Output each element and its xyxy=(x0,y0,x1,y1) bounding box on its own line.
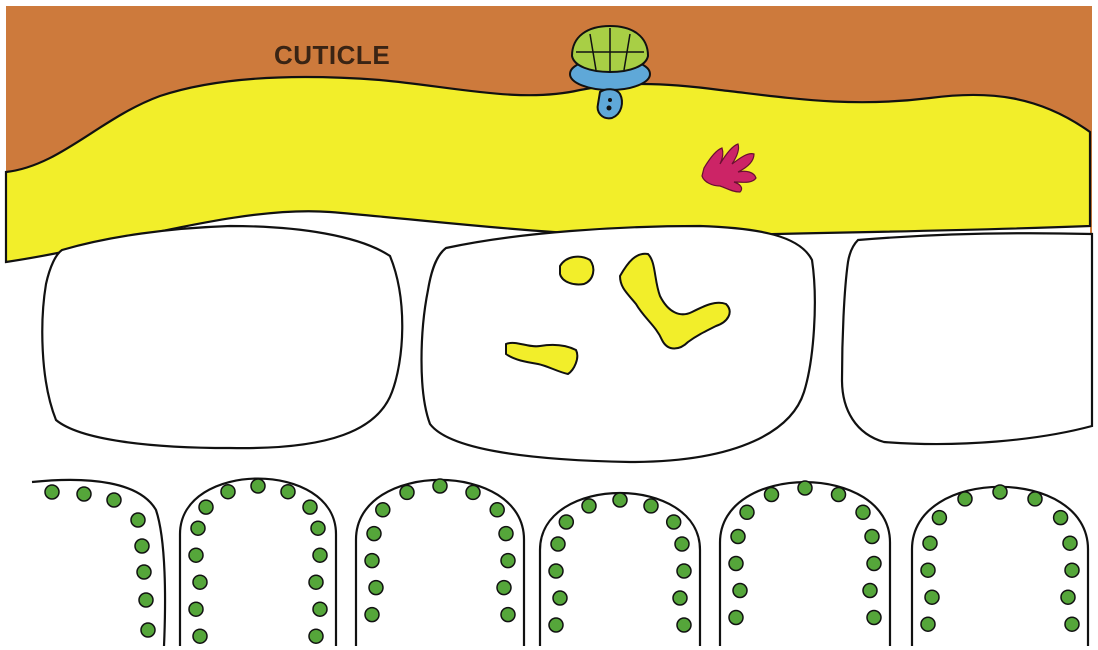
chloroplast xyxy=(740,505,754,519)
chloroplast xyxy=(733,584,747,598)
chloroplast xyxy=(281,485,295,499)
chloroplast xyxy=(865,530,879,544)
epidermal-cell-left xyxy=(42,226,402,448)
chloroplast xyxy=(77,487,91,501)
chloroplast xyxy=(923,536,937,550)
chloroplast xyxy=(559,515,573,529)
chloroplast xyxy=(107,493,121,507)
chloroplast xyxy=(189,548,203,562)
chloroplast xyxy=(135,539,149,553)
chloroplast xyxy=(832,488,846,502)
chloroplast xyxy=(731,530,745,544)
chloroplast xyxy=(369,581,383,595)
chloroplast xyxy=(466,485,480,499)
wax-fragment xyxy=(560,257,593,285)
chloroplast xyxy=(365,554,379,568)
chloroplast xyxy=(45,485,59,499)
chloroplast xyxy=(958,492,972,506)
chloroplast xyxy=(856,505,870,519)
chloroplast xyxy=(139,593,153,607)
chloroplast xyxy=(729,611,743,625)
chloroplast xyxy=(582,499,596,513)
chloroplast xyxy=(193,629,207,643)
chloroplast xyxy=(553,591,567,605)
cuticle-label: CUTICLE xyxy=(274,40,390,70)
chloroplast xyxy=(1054,511,1068,525)
chloroplast xyxy=(189,602,203,616)
chloroplast xyxy=(251,479,265,493)
chloroplast xyxy=(365,608,379,622)
chloroplast xyxy=(376,503,390,517)
chloroplast xyxy=(993,485,1007,499)
chloroplast xyxy=(1028,492,1042,506)
chloroplast xyxy=(644,499,658,513)
chloroplast xyxy=(193,575,207,589)
chloroplast xyxy=(675,537,689,551)
chloroplast xyxy=(309,575,323,589)
chloroplast xyxy=(141,623,155,637)
chloroplast xyxy=(613,493,627,507)
chloroplast xyxy=(867,611,881,625)
chloroplast xyxy=(311,521,325,535)
chloroplast xyxy=(549,564,563,578)
chloroplast xyxy=(501,554,515,568)
chloroplast xyxy=(677,618,691,632)
chloroplast xyxy=(1061,590,1075,604)
chloroplast xyxy=(501,608,515,622)
chloroplast xyxy=(137,565,151,579)
chloroplast xyxy=(309,629,323,643)
chloroplast xyxy=(551,537,565,551)
chloroplast xyxy=(497,581,511,595)
chloroplast xyxy=(673,591,687,605)
chloroplast xyxy=(313,602,327,616)
chloroplast xyxy=(313,548,327,562)
chloroplast xyxy=(921,563,935,577)
chloroplast xyxy=(499,527,513,541)
chloroplast xyxy=(367,527,381,541)
chloroplast xyxy=(863,584,877,598)
epidermal-cell-right xyxy=(842,233,1092,444)
chloroplast xyxy=(199,500,213,514)
chloroplast xyxy=(932,511,946,525)
chloroplast xyxy=(921,617,935,631)
chloroplast xyxy=(765,488,779,502)
chloroplast xyxy=(549,618,563,632)
chloroplast xyxy=(191,521,205,535)
chloroplast xyxy=(925,590,939,604)
chloroplast xyxy=(490,503,504,517)
chloroplast xyxy=(303,500,317,514)
epidermal-cell-center xyxy=(422,226,815,462)
spore-droplet xyxy=(598,89,622,118)
chloroplast xyxy=(867,557,881,571)
spore-droplet-dot xyxy=(607,106,612,111)
chloroplast xyxy=(1065,563,1079,577)
chloroplast xyxy=(1063,536,1077,550)
chloroplast xyxy=(729,557,743,571)
chloroplast xyxy=(131,513,145,527)
chloroplast xyxy=(221,485,235,499)
chloroplast xyxy=(667,515,681,529)
chloroplast xyxy=(433,479,447,493)
chloroplast xyxy=(400,485,414,499)
chloroplast xyxy=(798,481,812,495)
spore-droplet-dot xyxy=(608,98,612,102)
chloroplast xyxy=(677,564,691,578)
chloroplast xyxy=(1065,617,1079,631)
